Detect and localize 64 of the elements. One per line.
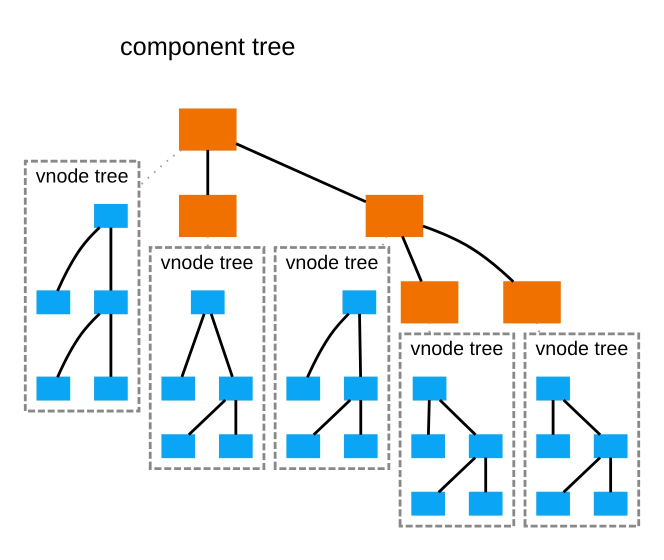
node-box	[36, 290, 70, 314]
node-box	[161, 434, 196, 458]
cluster: vnode tree	[274, 246, 390, 470]
connector	[562, 456, 602, 493]
connector	[138, 148, 182, 187]
connector	[428, 322, 431, 334]
label: component tree	[120, 32, 296, 61]
node-box	[594, 434, 628, 458]
node-box	[179, 108, 237, 150]
node-box	[536, 376, 570, 400]
connector	[401, 235, 423, 282]
connector	[110, 313, 112, 376]
node-box	[36, 376, 70, 400]
connector	[234, 400, 238, 434]
connector	[180, 312, 206, 377]
cluster: vnode tree	[148, 246, 266, 470]
connector	[188, 398, 226, 436]
connector	[609, 457, 612, 492]
connector	[56, 312, 101, 378]
connector	[438, 456, 476, 493]
node-box	[344, 376, 378, 400]
node-box	[219, 376, 253, 400]
node-box	[366, 194, 424, 236]
connector	[438, 398, 476, 436]
cluster: vnode tree	[398, 332, 516, 528]
node-box	[190, 290, 225, 314]
connector	[110, 227, 112, 290]
node-box	[411, 491, 445, 516]
node-box	[536, 434, 570, 458]
cluster: vnode tree	[524, 332, 640, 528]
node-box	[179, 194, 237, 236]
node-box	[94, 376, 128, 400]
node-box	[411, 434, 445, 458]
node-box	[412, 376, 446, 400]
connector	[206, 149, 210, 195]
node-box	[94, 290, 128, 314]
node-box	[344, 434, 378, 458]
connector	[306, 312, 350, 378]
connector	[427, 400, 431, 434]
node-box	[342, 290, 376, 314]
node-box	[468, 434, 503, 458]
node-box	[536, 491, 570, 516]
connector	[236, 142, 366, 202]
connector	[358, 313, 362, 376]
node-box	[468, 491, 503, 516]
node-box	[400, 280, 458, 323]
connector	[562, 398, 602, 436]
node-box	[161, 376, 196, 400]
node-box	[286, 434, 320, 458]
node-box	[594, 491, 628, 516]
connector	[380, 235, 388, 248]
connector	[552, 400, 554, 434]
connector	[56, 226, 101, 291]
connector	[210, 312, 234, 377]
connector	[536, 322, 541, 334]
node-box	[94, 204, 128, 228]
node-box	[219, 434, 253, 458]
node-box	[286, 376, 320, 400]
connector	[484, 457, 488, 492]
connector	[422, 224, 514, 282]
cluster: vnode tree	[24, 159, 140, 412]
connector	[359, 400, 362, 434]
connector	[312, 398, 352, 436]
node-box	[503, 280, 561, 323]
